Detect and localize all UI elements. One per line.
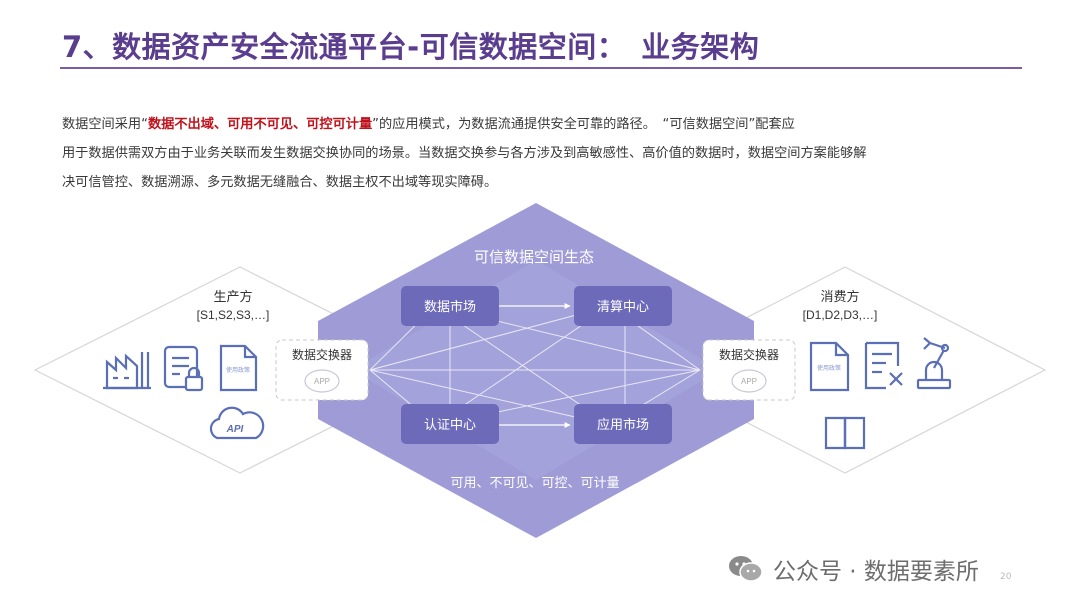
page-title: 7、数据资产安全流通平台-可信数据空间： 业务架构 [62,30,760,64]
factory-icon [103,352,151,390]
node-app-market: 应用市场 [574,404,672,444]
node-clearing-center: 清算中心 [574,286,672,326]
architecture-diagram: 可信数据空间生态 可用、不可见、可控、可计量 数据市场 清算中心 认证中心 应用… [33,203,1047,538]
intro-post: ”的应用模式，为数据流通提供安全可靠的路径。 “可信数据空间”配套应 [372,117,795,132]
intro-paragraph: 数据空间采用“数据不出域、可用不可见、可控可计量”的应用模式，为数据流通提供安全… [62,110,1042,197]
api-label: API [226,424,244,435]
consumer-doc-label: 使用政策 [817,364,841,372]
node-auth-center: 认证中心 [401,404,499,444]
producer-app-icon: APP [304,369,340,393]
consumer-exchanger-label: 数据交换器 [719,347,779,362]
robot-arm-icon [916,337,952,390]
consumer-subtitle: [D1,D2,D3,…] [803,308,878,322]
consumer-usage-policy-document-icon: 使用政策 [809,341,850,392]
node-app-market-label: 应用市场 [597,417,649,432]
node-data-market-label: 数据市场 [424,299,476,314]
node-clearing-center-label: 清算中心 [597,299,649,314]
consumer-app-icon: APP [731,369,767,393]
wechat-icon [729,556,763,582]
consumer-title: 消费方 [820,289,859,304]
api-cloud-icon: API [209,406,265,440]
producer-title: 生产方 [213,289,252,304]
node-auth-center-label: 认证中心 [424,417,476,432]
intro-pre: 数据空间采用“ [62,117,148,132]
producer-doc-label: 使用政策 [226,366,250,374]
ecosystem-footer: 可用、不可见、可控、可计量 [450,475,619,490]
usage-policy-document-icon: 使用政策 [219,344,258,392]
intro-highlight: 数据不出域、可用不可见、可控可计量 [147,117,373,132]
intro-line-1: 数据空间采用“数据不出域、可用不可见、可控可计量”的应用模式，为数据流通提供安全… [62,110,1042,139]
open-book-icon [824,416,866,450]
node-data-market: 数据市场 [401,286,499,326]
watermark-text: 公众号 · 数据要素所 [773,559,979,585]
rejected-form-icon [864,341,903,390]
title-divider [60,67,1022,69]
producer-subtitle: [S1,S2,S3,…] [197,308,270,322]
secure-document-icon [163,345,204,392]
consumer-app-label: APP [741,377,757,386]
producer-exchanger-label: 数据交换器 [292,347,352,362]
producer-app-label: APP [314,377,330,386]
watermark: 公众号 · 数据要素所 [727,552,979,586]
intro-line-3: 决可信管控、数据溯源、多元数据无缝融合、数据主权不出域等现实障碍。 [62,175,498,190]
ecosystem-title: 可信数据空间生态 [474,249,594,266]
page-number: 20 [1000,572,1012,582]
intro-line-2: 用于数据供需双方由于业务关联而发生数据交换协同的场景。当数据交换参与各方涉及到高… [62,146,867,161]
